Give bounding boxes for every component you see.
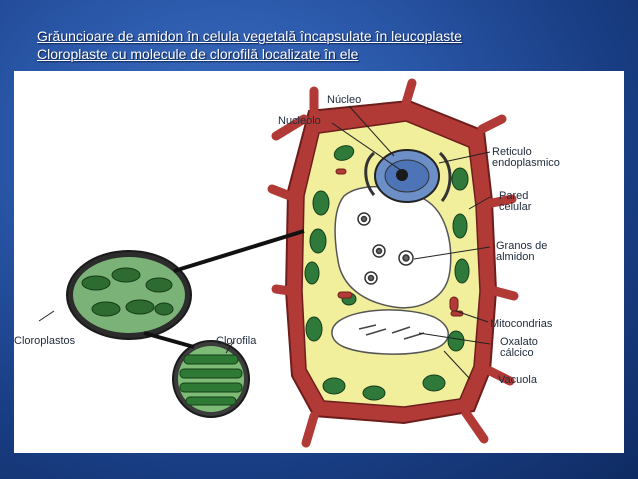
cell-chloroplasts	[304, 145, 470, 401]
label-nucleo: Núcleo	[327, 94, 362, 106]
chloroplast-zoom-grana	[81, 267, 174, 317]
zoom-connectors	[143, 229, 305, 349]
endoplasmic-reticulum	[364, 151, 452, 202]
label-pared-1: Pared	[499, 190, 529, 202]
nucleolus	[396, 169, 408, 181]
label-vacuola: Vacuola	[498, 374, 537, 386]
label-oxalato-1: Oxalato	[500, 336, 538, 348]
label-oxalato-2: cálcico	[500, 347, 534, 359]
granum-stack	[179, 354, 243, 406]
label-pared-2: celular	[499, 201, 532, 213]
title-line-1: Grăuncioare de amidon în celula vegetală…	[37, 28, 462, 44]
label-mitocondrias: Mitocondrias	[490, 318, 553, 330]
oxalate-crystals	[358, 324, 425, 340]
label-cloroplastos: Cloroplastos	[14, 335, 76, 347]
label-clorofila: Clorofila	[216, 335, 257, 347]
mitochondria	[335, 168, 464, 317]
label-granos-2: almidon	[496, 251, 535, 263]
plant-cell-figure: Núcleo Nucleolo Reticulo endoplasmico Pa…	[14, 71, 624, 453]
label-reticulo-2: endoplasmico	[492, 157, 560, 169]
starch-granules	[357, 212, 414, 285]
vacuole-small	[331, 309, 449, 355]
slide-title: Grăuncioare de amidon în celula vegetală…	[37, 27, 627, 63]
title-line-2: Cloroplaste cu molecule de clorofilă loc…	[37, 46, 359, 62]
label-granos-1: Granos de	[496, 240, 548, 252]
label-reticulo-1: Reticulo	[492, 146, 532, 158]
leader-lines	[38, 105, 491, 380]
neighbor-wall-extensions	[267, 78, 519, 448]
label-nucleolo: Nucleolo	[278, 115, 321, 127]
plant-cell-diagram	[38, 78, 519, 448]
